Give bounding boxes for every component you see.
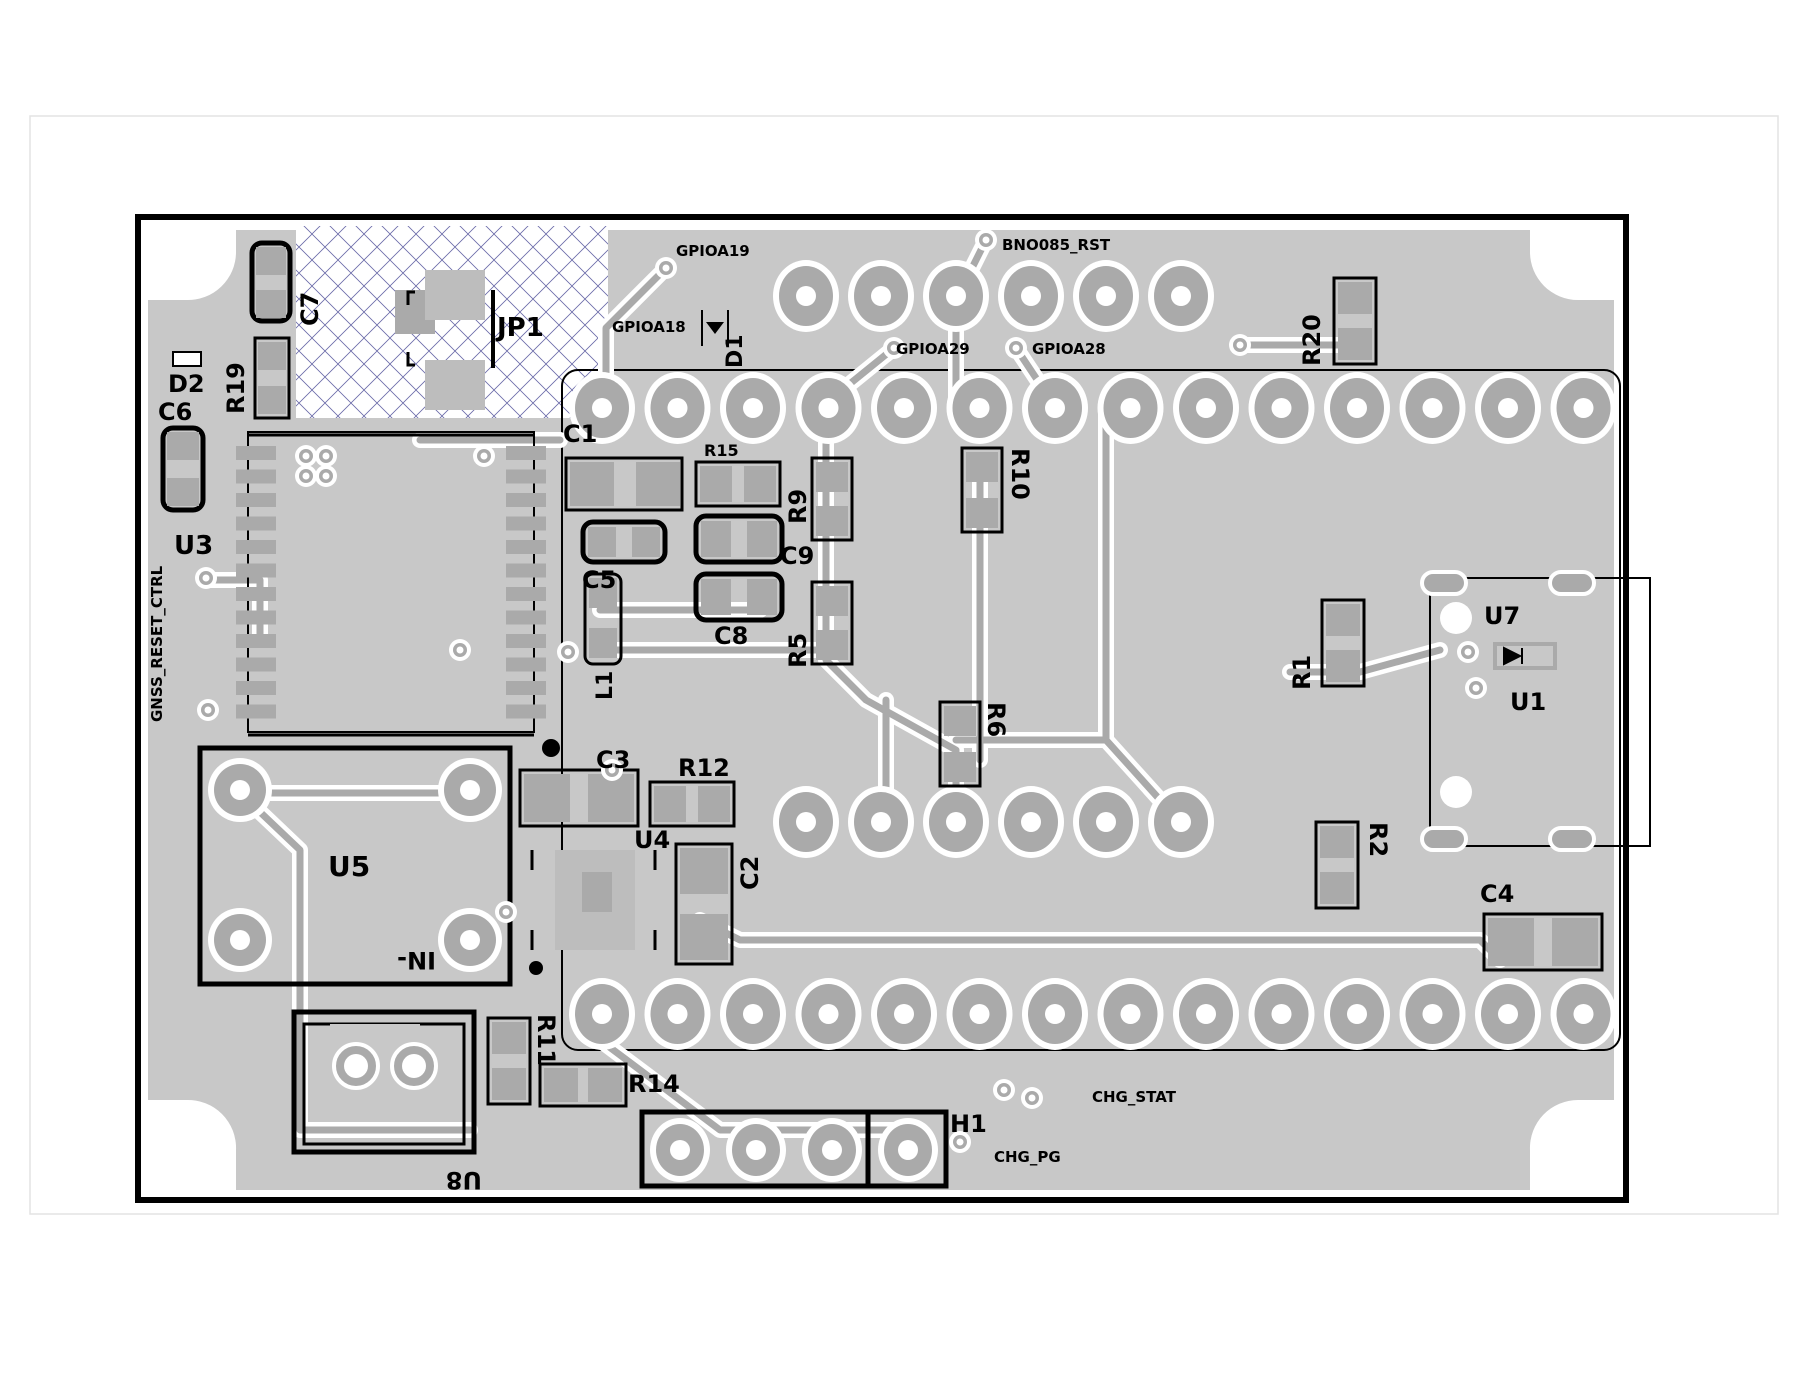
usb-connector-u7	[1420, 570, 1651, 852]
label-u1: U1	[1510, 688, 1546, 716]
u3-pad	[506, 587, 546, 601]
u5-module	[197, 745, 513, 987]
label-r5: R5	[784, 633, 812, 668]
label-r2: R2	[1364, 822, 1392, 857]
u3-pad	[506, 657, 546, 672]
net-label-gpioa29: GPIOA29	[896, 340, 970, 358]
u3-pad	[506, 469, 546, 484]
label-r9: R9	[784, 489, 812, 524]
u3-pad	[506, 681, 546, 695]
label-jp1: JP1	[495, 313, 544, 343]
designator-labels: C7 JP1 D2 R19 C6 U3 C1 R15 R9 R10 C9 C5 …	[158, 292, 1546, 1194]
u3-pad	[236, 446, 276, 460]
vias	[195, 229, 1487, 1153]
u3-pad	[236, 516, 276, 531]
label-c3: C3	[596, 746, 630, 774]
label-r11: R11	[532, 1014, 560, 1066]
label-r19: R19	[222, 362, 250, 414]
net-label-gpioa28: GPIOA28	[1032, 340, 1106, 358]
net-label-chg-stat: CHG_STAT	[1092, 1088, 1177, 1106]
u3-gnss-module	[236, 431, 546, 737]
u3-pad	[236, 587, 276, 601]
label-r10: R10	[1006, 448, 1034, 500]
u3-pad	[236, 634, 276, 648]
label-c6: C6	[158, 398, 192, 426]
smd-footprints	[160, 240, 1604, 1108]
u3-pad	[506, 634, 546, 648]
label-r12: R12	[678, 754, 730, 782]
u3-pad	[236, 540, 276, 554]
net-label-gnss-reset-ctrl: GNSS_RESET_CTRL	[148, 565, 166, 722]
u3-pad	[236, 469, 276, 484]
label-r1: R1	[1288, 655, 1316, 690]
label-l1: L1	[593, 671, 618, 700]
label-c7: C7	[296, 292, 324, 326]
u3-pad	[506, 563, 546, 578]
u3-pad	[506, 540, 546, 554]
u3-pad	[236, 704, 276, 719]
u8-connector	[291, 1009, 477, 1155]
label-c9: C9	[780, 542, 814, 570]
u3-pad	[506, 516, 546, 531]
net-label-bno085-rst: BNO085_RST	[1002, 236, 1111, 254]
label-c1: C1	[563, 420, 597, 448]
label-c5: C5	[582, 566, 616, 594]
drawing-frame	[29, 115, 1779, 1215]
net-labels: GPIOA19 BNO085_RST GPIOA18 GPIOA29 GPIOA…	[148, 236, 1177, 1166]
label-c4: C4	[1480, 880, 1514, 908]
u3-pad	[506, 493, 546, 507]
u3-pad	[236, 657, 276, 672]
u3-pad	[506, 446, 546, 460]
label-d1: D1	[723, 334, 748, 368]
u3-pad	[506, 610, 546, 625]
label-d2: D2	[168, 370, 205, 398]
label-u7: U7	[1484, 602, 1520, 630]
u3-pad	[236, 610, 276, 625]
label-u3: U3	[174, 531, 213, 561]
h1-header	[639, 1109, 949, 1189]
through-hole-pads	[569, 260, 1617, 1050]
u3-pad	[236, 493, 276, 507]
label-u5: U5	[328, 850, 370, 883]
label-in: IN-	[397, 946, 436, 974]
label-r6: R6	[982, 702, 1010, 737]
label-r15: R15	[704, 441, 739, 460]
label-c2: C2	[736, 856, 764, 890]
label-r20: R20	[1298, 314, 1326, 366]
polarity-dot	[542, 739, 560, 757]
u3-pad	[506, 704, 546, 719]
net-label-chg-pg: CHG_PG	[994, 1148, 1061, 1166]
mcu-module-outline	[561, 369, 1621, 1051]
net-label-gpioa19: GPIOA19	[676, 242, 750, 260]
polarity-dot	[529, 961, 543, 975]
label-h1: H1	[950, 1110, 987, 1138]
label-c8: C8	[714, 622, 748, 650]
label-u8: U8	[446, 1166, 482, 1194]
u3-pad	[236, 563, 276, 578]
label-r14: R14	[628, 1070, 680, 1098]
label-u4: U4	[634, 826, 670, 854]
u3-pad	[236, 681, 276, 695]
net-label-gpioa18: GPIOA18	[612, 318, 686, 336]
